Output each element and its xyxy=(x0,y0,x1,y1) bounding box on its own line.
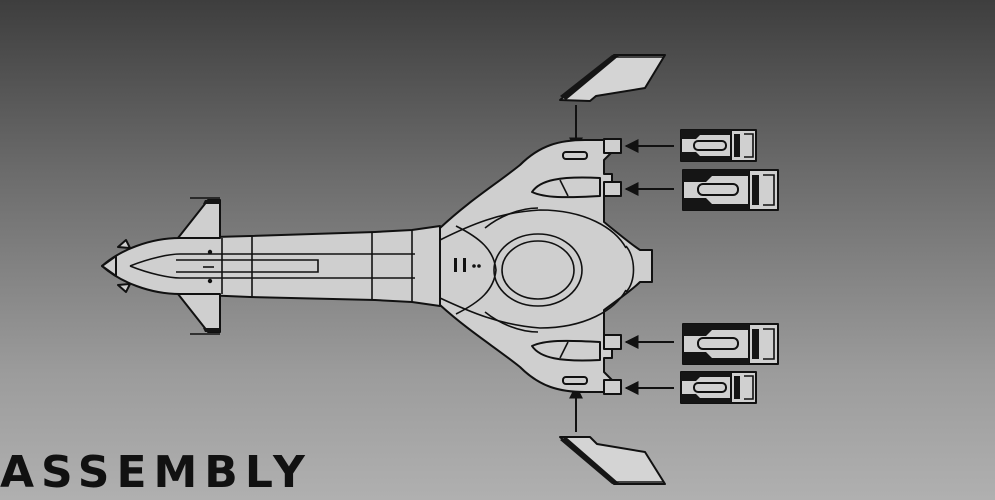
upper-wing-fin xyxy=(559,54,666,102)
lower-wing-fin xyxy=(559,436,666,485)
engine-pod-2 xyxy=(682,169,779,211)
engine-pod-1 xyxy=(680,129,757,162)
engine-pod-4 xyxy=(680,371,757,404)
ship-hull xyxy=(101,138,653,395)
page-title: ASSEMBLY xyxy=(0,447,312,498)
engine-pod-3 xyxy=(682,323,779,365)
